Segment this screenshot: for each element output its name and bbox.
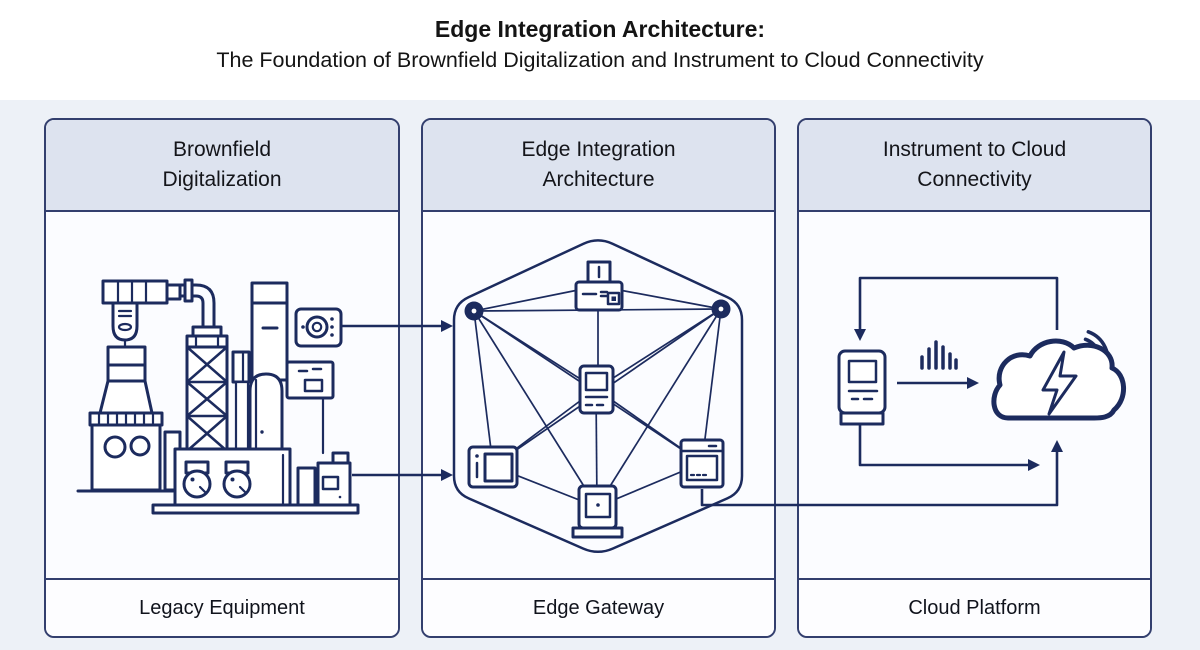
panel-header-line: Brownfield [172,138,272,161]
panel-header-line: Architecture [542,168,655,191]
panel-footer-edge-gateway: Edge Gateway [423,578,774,636]
title-subheading: The Foundation of Brownfield Digitalizat… [216,48,984,72]
panel-header-line: Digitalization [162,168,282,191]
panel-footer-legacy-equipment: Legacy Equipment [46,578,398,636]
panel-footer-label: Edge Gateway [532,596,665,619]
panel-header-instrument-cloud: Instrument to Cloud Connectivity [799,120,1150,212]
panel-edge-integration-architecture: Edge Integration Architecture Edge Gatew… [421,118,776,638]
panel-header-brownfield: Brownfield Digitalization [46,120,398,212]
panel-footer-label: Cloud Platform [908,596,1041,619]
panel-footer-label: Legacy Equipment [139,596,305,619]
panel-brownfield-digitalization: Brownfield Digitalization Legacy Equipme… [44,118,400,638]
page-title: Edge Integration Architecture: The Found… [0,14,1200,77]
panel-header-line: Edge Integration [521,138,676,161]
panel-header-edge-integration: Edge Integration Architecture [423,120,774,212]
panel-footer-cloud-platform: Cloud Platform [799,578,1150,636]
panel-instrument-to-cloud: Instrument to Cloud Connectivity Cloud P… [797,118,1152,638]
panel-header-line: Instrument to Cloud [882,138,1067,161]
title-heading: Edge Integration Architecture: [434,16,766,42]
panel-header-line: Connectivity [917,168,1032,191]
